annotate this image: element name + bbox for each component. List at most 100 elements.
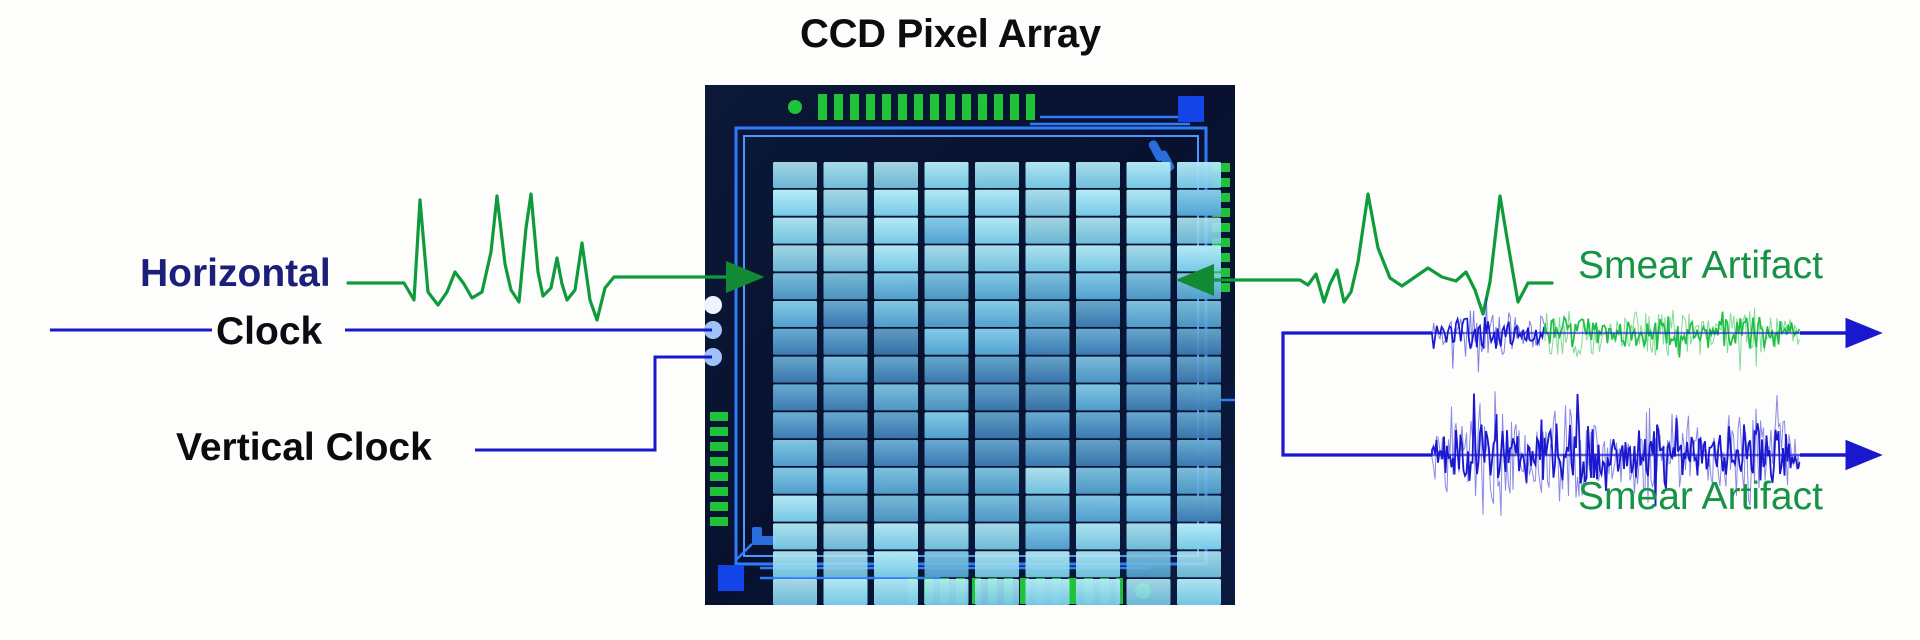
pixel-cell[interactable] (1076, 189, 1120, 216)
pixel-cell[interactable] (924, 467, 969, 494)
pixel-cell[interactable] (874, 245, 918, 272)
pixel-cell[interactable] (1076, 217, 1120, 244)
pixel-cell[interactable] (874, 523, 918, 550)
pixel-cell[interactable] (1126, 273, 1171, 300)
pixel-cell[interactable] (1177, 523, 1221, 550)
pixel-cell[interactable] (1076, 301, 1120, 327)
pixel-cell[interactable] (924, 217, 969, 244)
pixel-cell[interactable] (975, 440, 1019, 466)
pixel-cell[interactable] (773, 273, 817, 300)
pixel-cell[interactable] (1177, 217, 1221, 244)
pixel-cell[interactable] (1076, 356, 1120, 383)
pixel-cell[interactable] (1126, 579, 1171, 605)
pixel-cell[interactable] (1076, 273, 1120, 300)
pixel-cell[interactable] (1177, 162, 1221, 188)
pixel-cell[interactable] (874, 440, 918, 466)
pixel-cell[interactable] (823, 579, 868, 605)
pixel-cell[interactable] (1126, 356, 1171, 383)
pixel-cell[interactable] (773, 551, 817, 578)
pixel-cell[interactable] (1025, 523, 1070, 550)
pixel-cell[interactable] (874, 273, 918, 300)
pixel-cell[interactable] (1076, 495, 1120, 522)
pixel-cell[interactable] (1076, 551, 1120, 578)
pixel-cell[interactable] (1177, 467, 1221, 494)
pixel-cell[interactable] (874, 384, 918, 411)
chip-bond-pads[interactable] (704, 296, 722, 366)
pixel-cell[interactable] (1177, 440, 1221, 466)
pixel-cell[interactable] (773, 189, 817, 216)
pixel-cell[interactable] (1177, 273, 1221, 300)
pixel-cell[interactable] (1025, 440, 1070, 466)
pixel-cell[interactable] (924, 384, 969, 411)
pixel-cell[interactable] (874, 495, 918, 522)
pixel-cell[interactable] (773, 412, 817, 439)
pixel-cell[interactable] (1126, 189, 1171, 216)
pixel-cell[interactable] (1126, 245, 1171, 272)
pixel-cell[interactable] (924, 440, 969, 466)
pixel-cell[interactable] (1177, 495, 1221, 522)
pixel-cell[interactable] (924, 412, 969, 439)
pixel-cell[interactable] (823, 328, 868, 355)
pixel-cell[interactable] (773, 523, 817, 550)
pixel-cell[interactable] (1076, 328, 1120, 355)
pixel-cell[interactable] (874, 412, 918, 439)
pixel-cell[interactable] (1177, 551, 1221, 578)
pixel-cell[interactable] (975, 301, 1019, 327)
pixel-cell[interactable] (1126, 495, 1171, 522)
pixel-cell[interactable] (773, 579, 817, 605)
pixel-cell[interactable] (1025, 384, 1070, 411)
pixel-cell[interactable] (1177, 356, 1221, 383)
pixel-cell[interactable] (823, 245, 868, 272)
pixel-cell[interactable] (1025, 273, 1070, 300)
pixel-cell[interactable] (1126, 412, 1171, 439)
pixel-cell[interactable] (1126, 384, 1171, 411)
pixel-cell[interactable] (924, 328, 969, 355)
pixel-cell[interactable] (1177, 384, 1221, 411)
pixel-cell[interactable] (1025, 245, 1070, 272)
pixel-cell[interactable] (823, 384, 868, 411)
pixel-cell[interactable] (823, 523, 868, 550)
pixel-cell[interactable] (924, 301, 969, 327)
pixel-cell[interactable] (1076, 245, 1120, 272)
pixel-cell[interactable] (1126, 523, 1171, 550)
pixel-cell[interactable] (823, 467, 868, 494)
pixel-cell[interactable] (1025, 579, 1070, 605)
pixel-cell[interactable] (924, 189, 969, 216)
pixel-cell[interactable] (1025, 162, 1070, 188)
pixel-cell[interactable] (924, 579, 969, 605)
pixel-cell[interactable] (924, 551, 969, 578)
pixel-cell[interactable] (773, 217, 817, 244)
pixel-cell[interactable] (823, 301, 868, 327)
pixel-cell[interactable] (773, 495, 817, 522)
pixel-cell[interactable] (823, 495, 868, 522)
pixel-cell[interactable] (874, 579, 918, 605)
pixel-cell[interactable] (1025, 412, 1070, 439)
pixel-cell[interactable] (874, 356, 918, 383)
pixel-cell[interactable] (1076, 412, 1120, 439)
pixel-cell[interactable] (773, 440, 817, 466)
pixel-cell[interactable] (975, 162, 1019, 188)
pixel-cell[interactable] (1177, 579, 1221, 605)
pixel-cell[interactable] (874, 551, 918, 578)
pixel-cell[interactable] (975, 495, 1019, 522)
pixel-cell[interactable] (924, 495, 969, 522)
pixel-cell[interactable] (773, 162, 817, 188)
pixel-cell[interactable] (975, 579, 1019, 605)
pixel-cell[interactable] (874, 328, 918, 355)
pixel-cell[interactable] (773, 356, 817, 383)
pixel-cell[interactable] (975, 551, 1019, 578)
bond-pad-3[interactable] (704, 348, 722, 366)
pixel-cell[interactable] (975, 217, 1019, 244)
pixel-cell[interactable] (1076, 579, 1120, 605)
ccd-sensor-chip[interactable] (704, 85, 1235, 605)
pixel-cell[interactable] (975, 412, 1019, 439)
pixel-cell[interactable] (1025, 495, 1070, 522)
pixel-cell[interactable] (874, 217, 918, 244)
pixel-cell[interactable] (975, 328, 1019, 355)
bond-pad-1[interactable] (704, 296, 722, 314)
pixel-cell[interactable] (975, 384, 1019, 411)
pixel-cell[interactable] (924, 273, 969, 300)
pixel-cell[interactable] (1076, 467, 1120, 494)
pixel-cell[interactable] (1177, 412, 1221, 439)
pixel-cell[interactable] (1076, 523, 1120, 550)
